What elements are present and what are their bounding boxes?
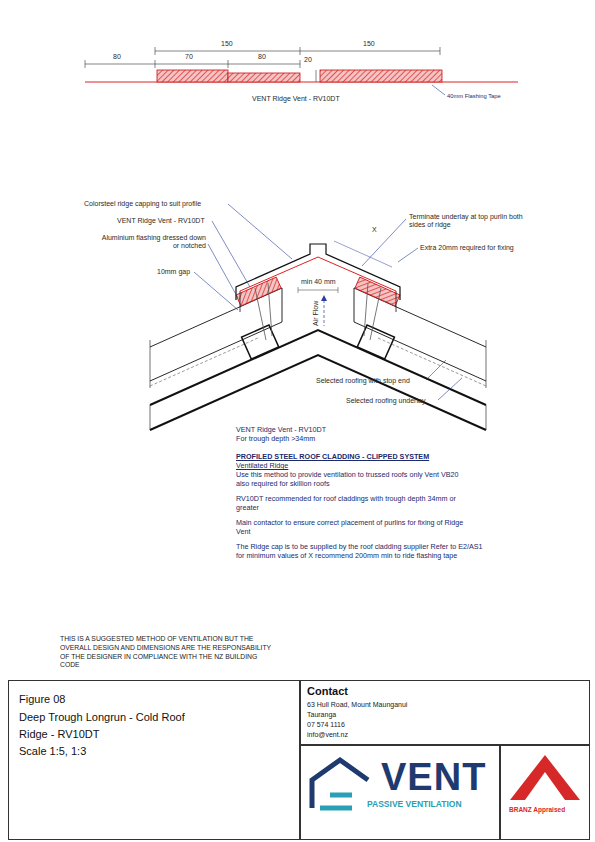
title-text: 07 574 1116: [307, 721, 583, 728]
drawing-label: 150: [363, 40, 375, 48]
drawing-label: VENT Ridge Vent - RV10DT: [252, 95, 340, 103]
drawing-label: Use this method to provide ventilation t…: [236, 471, 466, 488]
drawing-label: Selected roofing with stop end: [316, 377, 410, 385]
drawing-label: X: [372, 226, 377, 234]
drawing-label: Selected roofing underlay: [346, 397, 425, 405]
drawing-label: THIS IS A SUGGESTED METHOD OF VENTILATIO…: [60, 635, 275, 670]
drawing-label: 150: [221, 40, 233, 48]
title-block-cell: VENT PASSIVE VENTILATION: [300, 745, 500, 840]
title-text: PASSIVE VENTILATION: [367, 799, 493, 809]
title-text: 63 Hull Road, Mount Maunganui: [307, 701, 583, 708]
vent-house-icon: [312, 760, 368, 808]
branz-logo: [510, 755, 580, 800]
flashing-tape: [85, 82, 518, 83]
drawing-label: VENT Ridge Vent - RV10DT: [117, 217, 205, 225]
title-text: info@vent.nz: [307, 731, 583, 738]
title-block-cell: BRANZ Appraised: [500, 745, 590, 840]
drawing-label: Extra 20mm required for fixing: [420, 244, 514, 252]
title-text: Deep Trough Longrun - Cold Roof: [19, 711, 289, 723]
drawing-label: Colorsteel ridge capping to suit profile: [84, 200, 201, 208]
title-block-cell: Figure 08 Deep Trough Longrun - Cold Roof…: [8, 680, 300, 840]
roofing-sheet: [150, 288, 486, 388]
drawing-label: VENT Ridge Vent - RV10DT: [236, 426, 326, 435]
roofing-underlay: [150, 338, 486, 386]
title-text: Contact: [307, 685, 583, 697]
title-text: BRANZ Appraised: [509, 806, 585, 813]
dimension-lines: [334, 241, 392, 267]
vent-strips: [157, 70, 442, 82]
drawing-label: Terminate underlay at top purlin both si…: [409, 213, 539, 230]
title-text: VENT: [381, 758, 493, 796]
drawing-label: Ventilated Ridge: [236, 462, 288, 471]
fixing-screw: [255, 283, 381, 340]
rafter: [150, 330, 486, 430]
drawing-label: Aluminium flashing dressed down or notch…: [100, 234, 206, 251]
air-flow-arrow: [321, 295, 327, 326]
drawing-label: For trough depth >34mm: [236, 435, 315, 444]
drawing-label: The Ridge cap is to be supplied by the r…: [236, 543, 486, 560]
drawing-label: PROFILED STEEL ROOF CLADDING - CLIPPED S…: [236, 453, 429, 462]
ridge-capping: [236, 244, 400, 300]
drawing-label: 10mm gap: [157, 268, 190, 276]
drawing-label: 80: [258, 53, 266, 61]
drawing-label: Main contactor to ensure correct placeme…: [236, 519, 466, 536]
leader-line: [432, 85, 445, 95]
drawing-label: 80: [113, 53, 121, 61]
drawing-label: min 40 mm: [300, 278, 337, 286]
title-text: Tauranga: [307, 711, 583, 718]
drawing-label: Air Flow: [312, 301, 320, 326]
leader-line: [194, 204, 462, 400]
title-text: Scale 1:5, 1:3: [19, 745, 289, 757]
title-text: Ridge - RV10DT: [19, 728, 289, 740]
dimension-lines: [298, 287, 338, 293]
title-text: Figure 08: [19, 693, 289, 705]
capping-underlay: [240, 257, 396, 291]
drawing-label: 40mm Flashing Tape: [447, 93, 501, 100]
title-block-cell: Contact 63 Hull Road, Mount MaunganuiTaur…: [300, 680, 590, 745]
drawing-label: 70: [185, 53, 193, 61]
drawing-label: 20: [304, 56, 312, 64]
drawing-label: RV10DT recommended for roof claddings wi…: [236, 495, 466, 512]
